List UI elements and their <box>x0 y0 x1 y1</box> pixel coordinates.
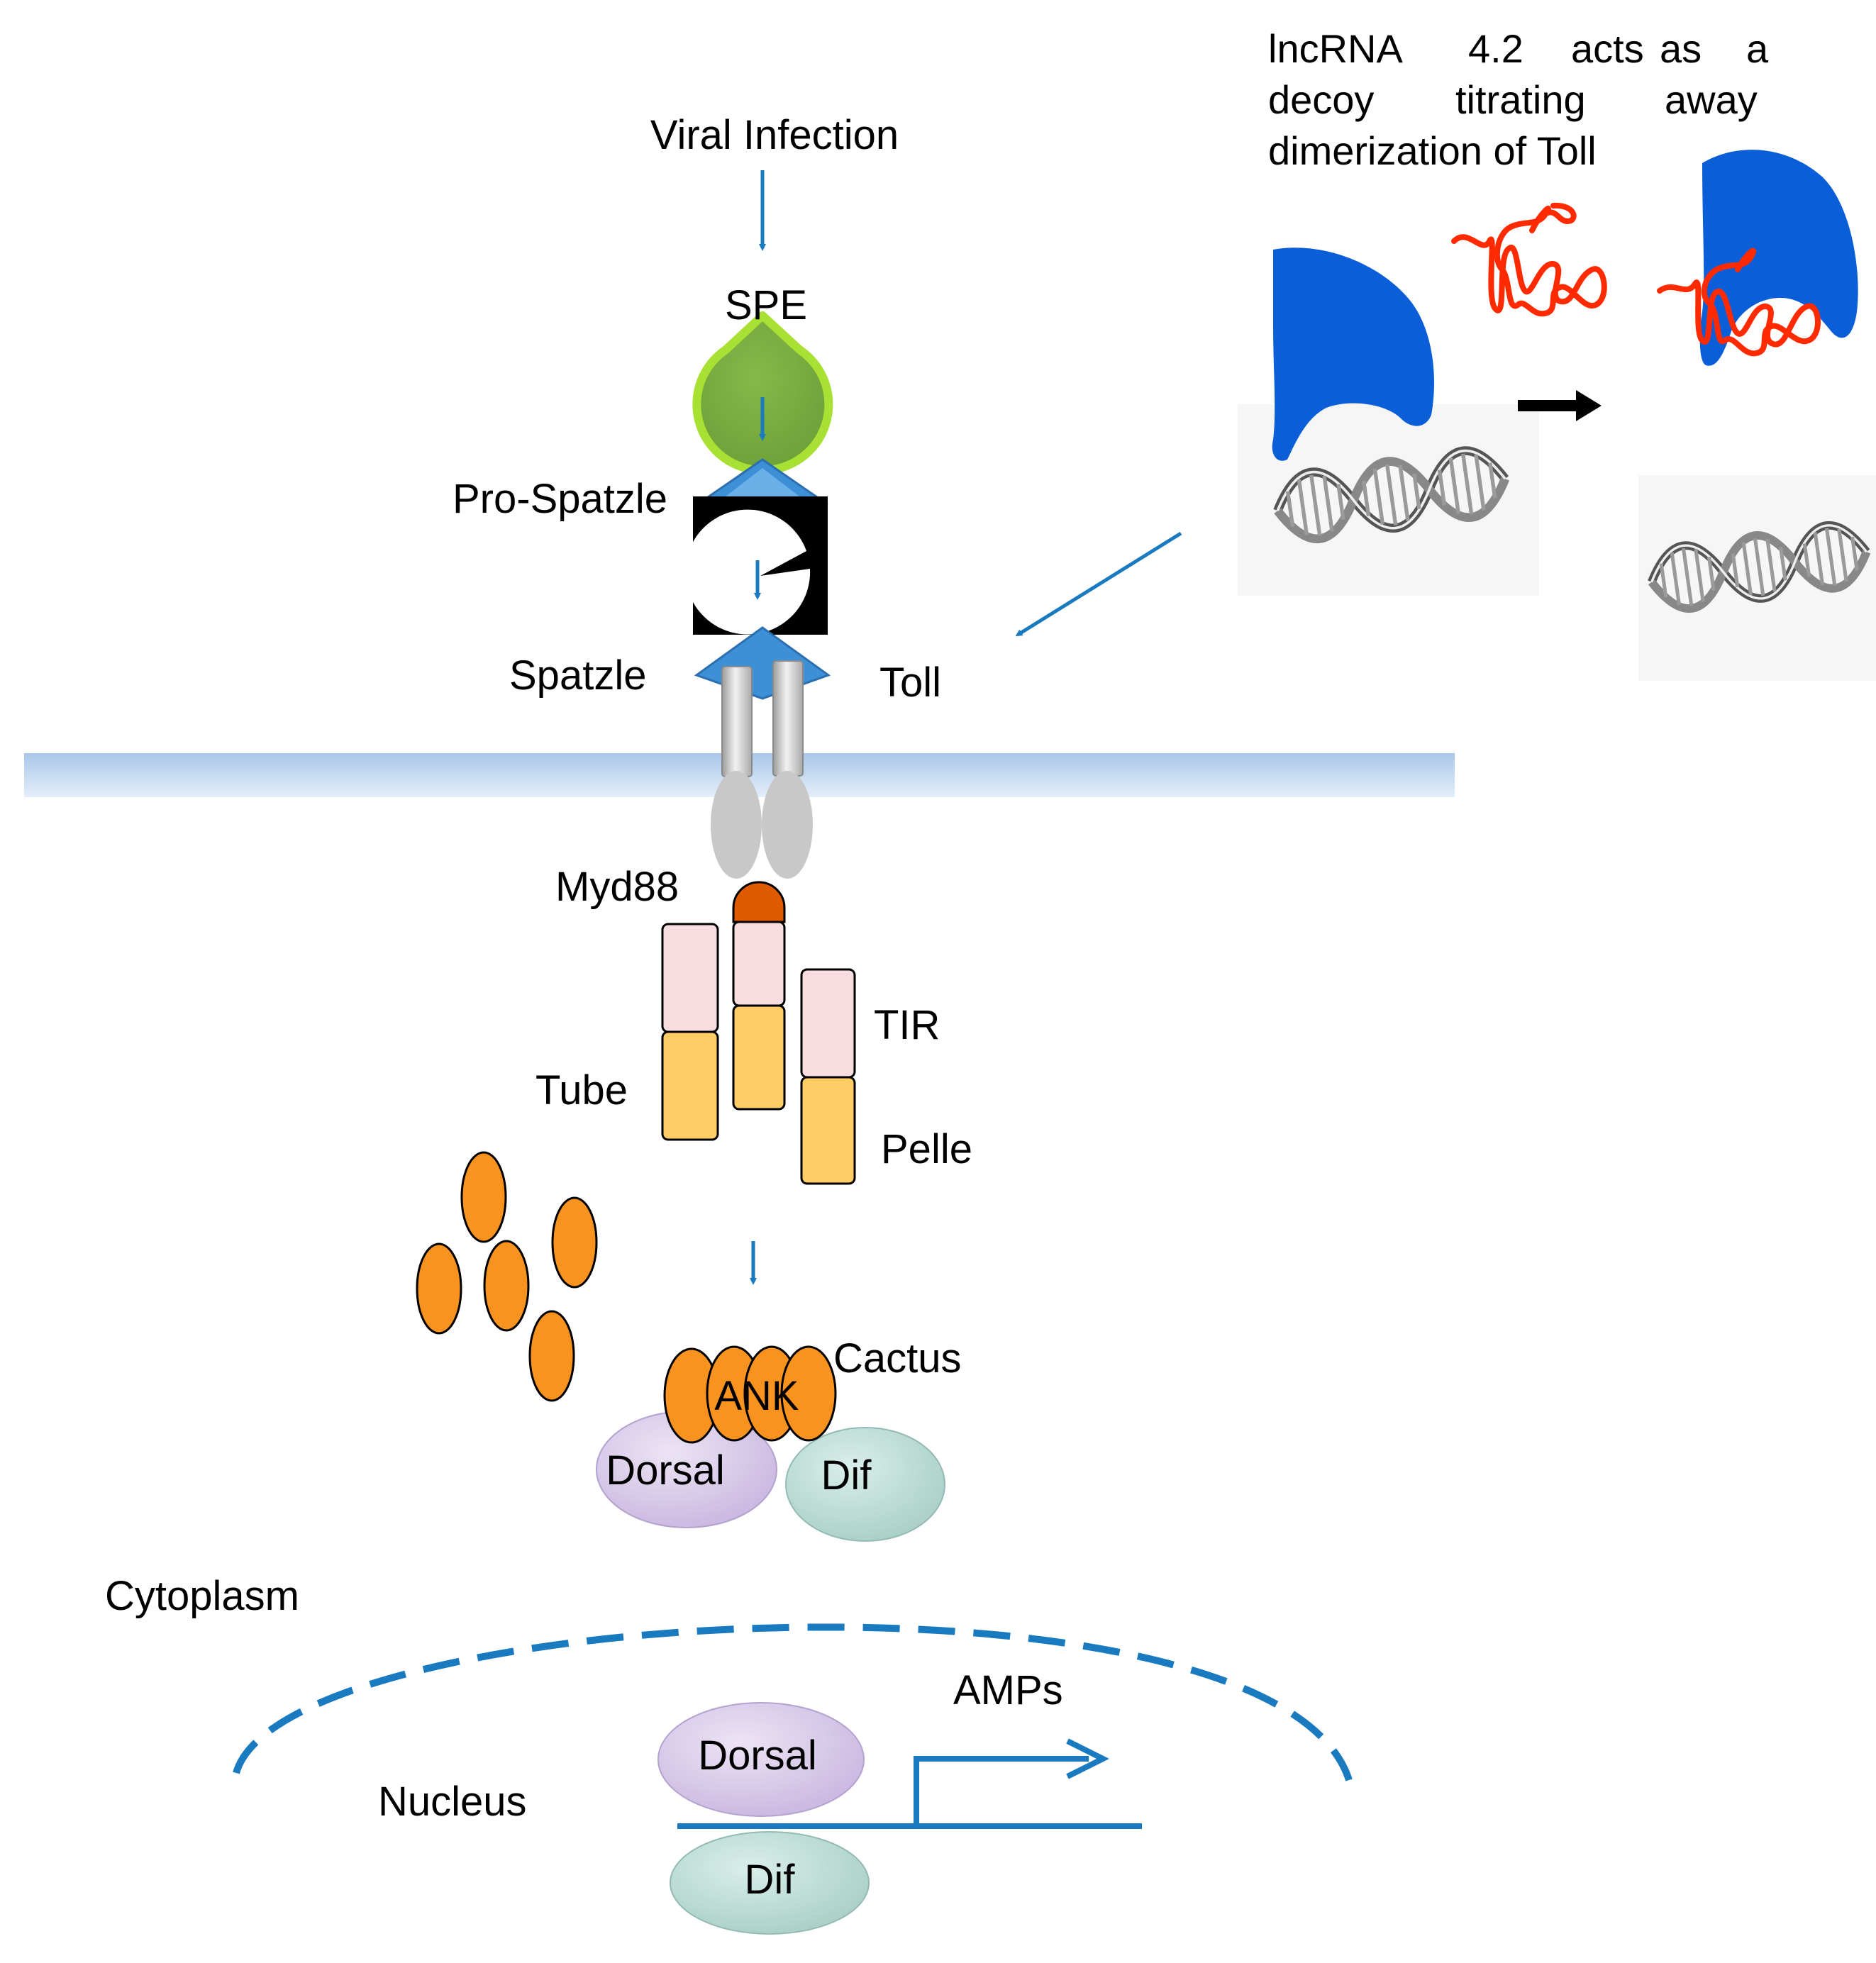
dif-cytoplasm-label: Dif <box>821 1452 872 1498</box>
annotation-word-4: as <box>1660 26 1702 71</box>
myd88-label: Myd88 <box>555 864 679 910</box>
annotation-line-3: dimerization of Toll <box>1268 128 1597 173</box>
spatzle-shape <box>694 626 831 700</box>
dif-nucleus-label: Dif <box>745 1857 796 1903</box>
dif-nucleus-shape <box>670 1831 870 1935</box>
black-arrowhead <box>1576 390 1602 421</box>
spe-label: SPE <box>725 282 807 328</box>
cactus-label: Cactus <box>833 1335 962 1381</box>
myd88-protein-column <box>732 921 786 1111</box>
annotation-word-7: titrating <box>1455 77 1586 122</box>
dorsal-nucleus-shape <box>657 1702 865 1817</box>
dorsal-cytoplasm-label: Dorsal <box>606 1447 725 1494</box>
tir-label: TIR <box>874 1002 940 1048</box>
myd88-shape <box>732 881 786 923</box>
dorsal-nucleus-label: Dorsal <box>698 1733 817 1779</box>
cytoplasm-label: Cytoplasm <box>105 1573 299 1619</box>
tube-label: Tube <box>535 1067 628 1113</box>
spe-protease-shape <box>692 311 833 475</box>
degraded-cactus-fragments <box>416 1151 598 1402</box>
lncrna-free-squiggle <box>1451 202 1607 317</box>
annotation-word-2: 4.2 <box>1468 26 1523 71</box>
dna-panel-right-bg <box>1638 475 1876 681</box>
nuclear-envelope <box>233 1623 1353 1781</box>
ank-label: ANK <box>714 1373 799 1419</box>
annotation-word-1: lncRNA <box>1268 26 1403 71</box>
annotation-word-6: decoy <box>1268 77 1374 122</box>
transcription-arrowhead <box>1066 1738 1109 1779</box>
viral-infection-label: Viral Infection <box>650 112 899 158</box>
pelle-label: Pelle <box>881 1126 972 1172</box>
nucleus-label: Nucleus <box>378 1779 527 1825</box>
pelle-protein <box>800 968 856 1185</box>
tube-protein <box>661 923 719 1141</box>
annotation-word-8: away <box>1665 77 1758 122</box>
arrow-inset-to-toll <box>1015 531 1182 637</box>
toll-dimer-protein-right <box>1699 150 1858 366</box>
toll-label: Toll <box>879 660 941 706</box>
cactus-ank-complex <box>663 1345 837 1444</box>
amps-label: AMPs <box>953 1667 1063 1713</box>
lncrna-bound-squiggle <box>1657 248 1821 357</box>
lncrna-annotation: lncRNA 4.2 acts as a decoy titrating awa… <box>1268 26 1769 173</box>
annotation-word-5: a <box>1746 26 1769 71</box>
toll-receptor <box>711 660 813 879</box>
spatzle-label: Spatzle <box>509 652 646 699</box>
annotation-word-3: acts <box>1571 26 1644 71</box>
toll-dimer-protein-left <box>1272 248 1434 461</box>
cleavage-pacman-icon <box>685 496 828 635</box>
pro-spatzle-label: Pro-Spatzle <box>453 476 667 522</box>
dif-cytoplasm-shape <box>785 1427 945 1542</box>
transcription-start-arrow <box>914 1756 1089 1826</box>
